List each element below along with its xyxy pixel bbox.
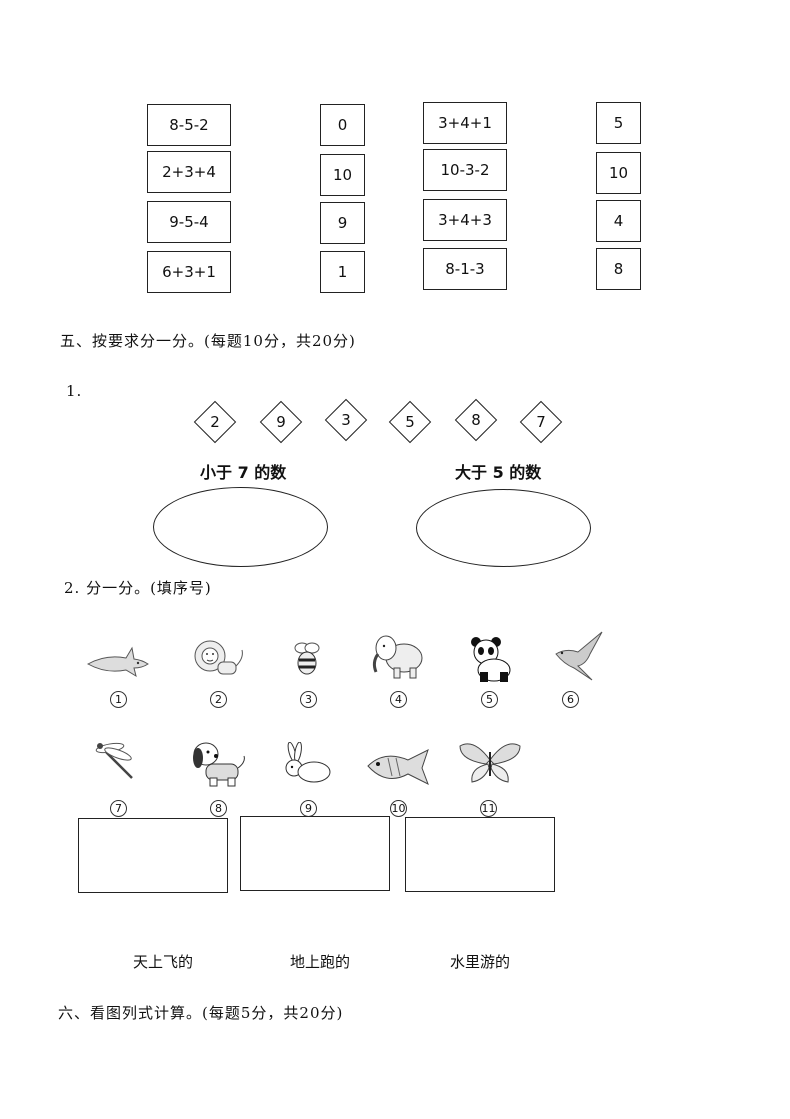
answer-oval-left[interactable] [153,487,328,567]
section-5-title: 五、按要求分一分。(每题10分，共20分) [60,332,356,350]
number-diamond: 2 [193,400,237,444]
panda-icon [471,637,511,682]
section-6-title: 六、看图列式计算。(每题5分，共20分) [58,1004,344,1022]
animal-number: 4 [390,691,407,708]
number-box: 10 [596,152,641,194]
category-label-land: 地上跑的 [290,953,351,971]
animal-number: 1 [110,691,127,708]
animal-number: 10 [390,800,407,817]
animal-number: 2 [210,691,227,708]
category-label-water: 水里游的 [450,953,511,971]
question-1-number: 1. [66,382,83,400]
number-box: 10 [320,154,365,196]
butterfly-icon [459,743,521,783]
expression-box: 8-1-3 [423,248,507,290]
animal-number: 11 [480,800,497,817]
animal-number: 7 [110,800,127,817]
dog-icon [193,742,245,787]
bee-icon [294,642,320,675]
answer-oval-right[interactable] [416,489,591,567]
greater-than-5-label: 大于 5 的数 [455,463,542,482]
answer-box-water[interactable] [405,817,555,892]
rabbit-icon [285,742,331,783]
answer-box-sky[interactable] [78,818,228,893]
elephant-icon [372,635,423,679]
number-diamond: 8 [454,398,498,442]
category-label-sky: 天上飞的 [133,953,194,971]
expression-box: 3+4+3 [423,199,507,241]
number-box: 9 [320,202,365,244]
animal-number: 5 [481,691,498,708]
answer-box-land[interactable] [240,816,390,891]
expression-box: 6+3+1 [147,251,231,293]
dragonfly-icon [95,742,133,779]
lion-icon [194,640,243,675]
number-box: 4 [596,200,641,242]
animal-number: 6 [562,691,579,708]
expression-box: 8-5-2 [147,104,231,146]
number-box: 8 [596,248,641,290]
number-box: 5 [596,102,641,144]
expression-box: 9-5-4 [147,201,231,243]
fish-icon [367,749,429,786]
number-diamond: 9 [259,400,303,444]
animal-number: 3 [300,691,317,708]
number-box: 1 [320,251,365,293]
number-diamond: 3 [324,398,368,442]
animal-number: 9 [300,800,317,817]
swallow-icon [555,631,603,681]
number-diamond: 7 [519,400,563,444]
animal-number: 8 [210,800,227,817]
question-2-title: 2. 分一分。(填序号) [64,579,212,597]
expression-box: 10-3-2 [423,149,507,191]
less-than-7-label: 小于 7 的数 [200,463,287,482]
expression-box: 2+3+4 [147,151,231,193]
number-box: 0 [320,104,365,146]
number-diamond: 5 [388,400,432,444]
expression-box: 3+4+1 [423,102,507,144]
shark-icon [86,646,149,678]
